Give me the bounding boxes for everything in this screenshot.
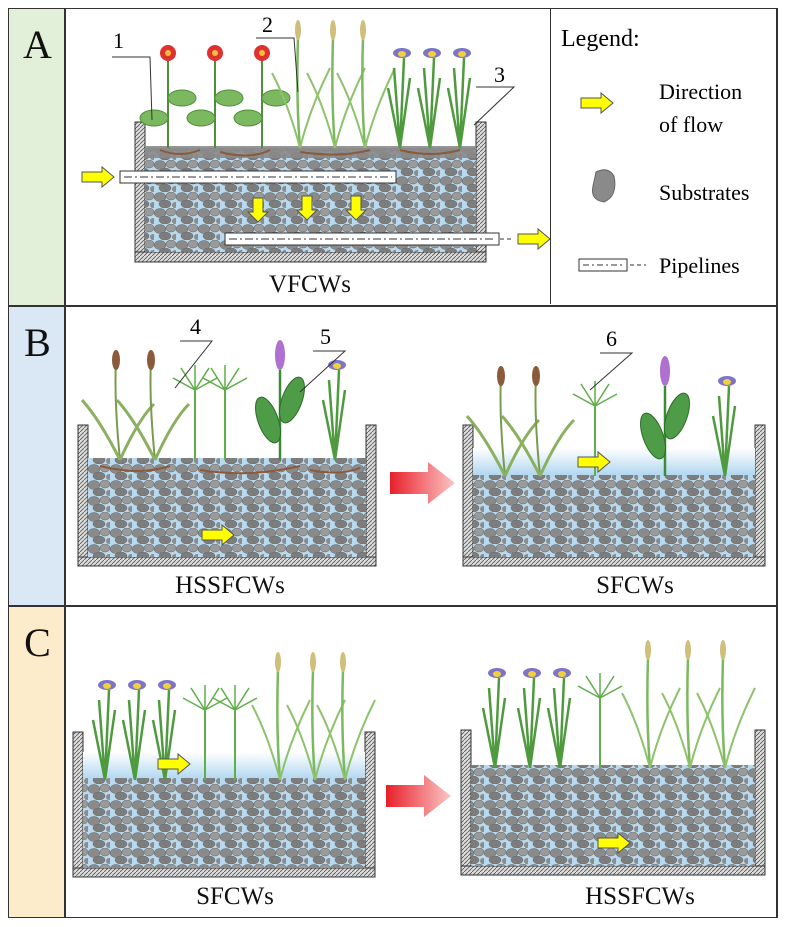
leader-3: [473, 86, 516, 126]
outflow-arrow: [517, 228, 551, 250]
caption-b-left: HSSFCWs: [175, 572, 285, 599]
legend-pipelines: Pipelines: [659, 253, 740, 278]
caption-c-left: SFCWs: [196, 883, 274, 910]
leader-4: [174, 340, 214, 389]
number-5: 5: [320, 324, 331, 349]
inlet-pipe: [119, 170, 397, 184]
caption-c-right: HSSFCWs: [585, 883, 695, 910]
transition-arrow-c: [386, 775, 451, 817]
substrate-icon: [592, 169, 616, 203]
outlet-pipe: [224, 232, 514, 246]
sfcw-tank-b: [462, 424, 766, 567]
legend-substrates: Substrates: [659, 180, 750, 205]
sfcw-tank-c: [72, 731, 376, 878]
number-6: 6: [606, 326, 617, 351]
number-1: 1: [113, 28, 124, 53]
caption-b-right: SFCWs: [596, 572, 674, 599]
panel-label-c: C: [24, 620, 51, 665]
leader-5: [299, 350, 347, 393]
inflow-arrow: [81, 166, 115, 188]
legend: Legend: Direction of flow Substrates Pip…: [550, 8, 777, 304]
number-2: 2: [262, 12, 273, 37]
legend-pipe-icon: [578, 258, 646, 272]
leader-6: [589, 352, 634, 391]
number-4: 4: [190, 314, 201, 339]
panel-label-a: A: [23, 22, 52, 67]
number-3: 3: [494, 62, 505, 87]
panel-label-b: B: [24, 320, 51, 365]
legend-flow-line2: of flow: [659, 112, 724, 137]
leader-2: [256, 37, 299, 93]
transition-arrow-b: [390, 462, 455, 504]
band-b: B: [8, 306, 65, 606]
hssfcw-tank-c: [460, 729, 766, 876]
leader-1: [112, 56, 153, 121]
band-a: A: [8, 8, 65, 306]
legend-flow-line1: Direction: [659, 79, 743, 104]
caption-vfcws: VFCWs: [269, 271, 351, 298]
band-c: C: [8, 606, 65, 918]
legend-title: Legend:: [561, 26, 640, 52]
